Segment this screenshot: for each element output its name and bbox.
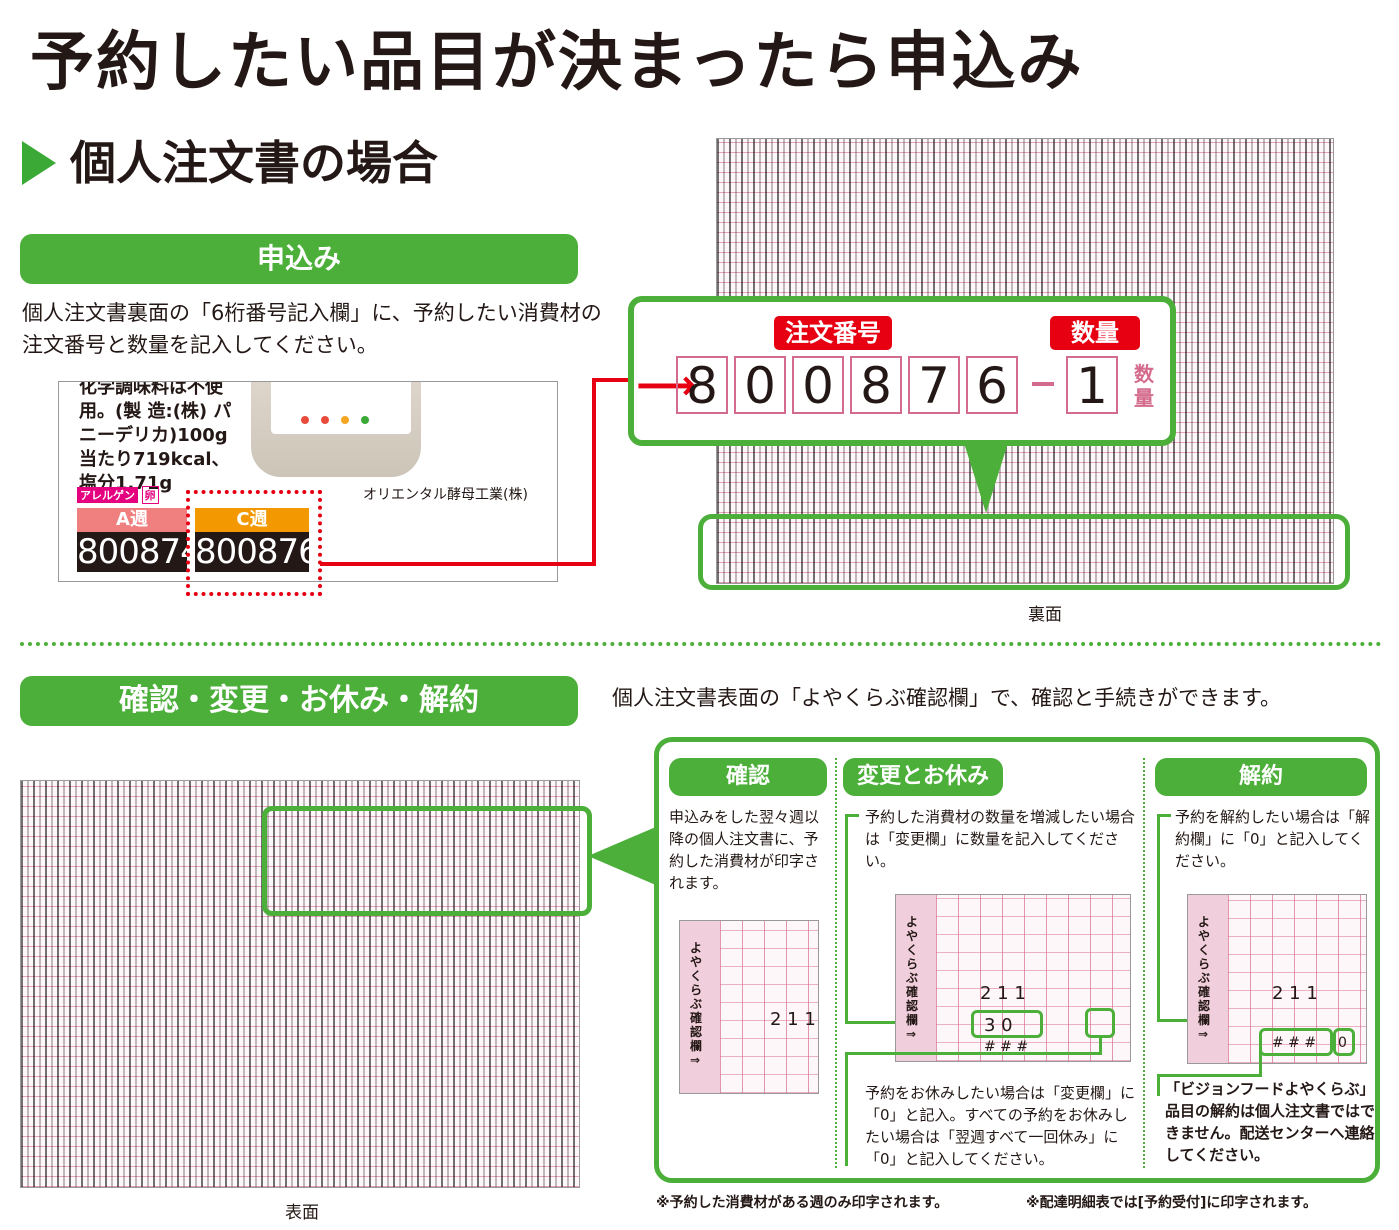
mini-vertical-label: よやくらぶ確認欄⇒ [1198, 915, 1211, 1041]
six-digit-area-highlight [698, 514, 1350, 590]
mini-change-values: 3 0 [984, 1015, 1013, 1036]
digit-box: 8 [850, 356, 902, 414]
red-connector-line [320, 562, 596, 566]
allergen-tag: アレルゲン [77, 487, 138, 503]
allergy-badges: アレルゲン 卵 [77, 486, 159, 504]
quantity-label: 数量 [1050, 316, 1140, 350]
confirm-tab: 確認 [669, 758, 827, 796]
leader-line [1099, 1036, 1102, 1054]
digit-box: 0 [792, 356, 844, 414]
digit-box: 6 [966, 356, 1018, 414]
section-divider [20, 642, 1382, 646]
dot-icon [321, 416, 329, 424]
subtitle-text: 個人注文書の場合 [70, 136, 438, 190]
maker-name: オリエンタル酵母工業(株) [363, 487, 528, 503]
leader-line [1157, 1074, 1160, 1096]
leader-line [1157, 814, 1160, 1022]
mini-form-change: よやくらぶ確認欄⇒ 2 1 1 3 0 # # # [895, 894, 1131, 1062]
product-description: 化学調味料は不使用。(製 造:(株) パニーデリカ)100g当たり719kcal… [79, 381, 232, 494]
cancel-mark-highlight [1259, 1028, 1333, 1056]
cancel-field-highlight [1333, 1028, 1355, 1056]
apply-bar: 申込み [20, 234, 578, 284]
confirm-description: 申込みをした翌々週以降の個人注文書に、予約した消費材が印字されます。 [669, 808, 820, 892]
column-divider [1143, 758, 1145, 1168]
leader-line [845, 814, 848, 1024]
digit-box: 7 [908, 356, 960, 414]
dot-icon [301, 416, 309, 424]
rest-description: 予約をお休みしたい場合は「変更欄」に「0」と記入。すべての予約をお休みしたい場合… [865, 1084, 1136, 1168]
confirm-area-highlight [262, 806, 592, 916]
mini-cancel-zero: 0 [1338, 1035, 1347, 1051]
leader-line [845, 1052, 1102, 1055]
footnote-1: ※予約した消費材がある週のみ印字されます。 [656, 1195, 949, 1211]
catalog-excerpt: 化学調味料は不使用。(製 造:(株) パニーデリカ)100g当たり719kcal… [58, 381, 558, 582]
mini-qty-values: 2 1 1 [980, 983, 1026, 1004]
mini-qty-values: 2 1 1 [770, 1009, 816, 1030]
arrow-right-icon: ⟶ [636, 360, 697, 409]
section-subtitle: 個人注文書の場合 [22, 128, 438, 198]
front-caption: 表面 [285, 1203, 319, 1223]
zoom-callout: ⟶ 注文番号 数量 8 0 0 8 7 6 1 数量 [628, 296, 1176, 446]
red-connector-line [592, 378, 632, 382]
digit-box: 8 [676, 356, 728, 414]
week-a-block: A週 800874 [77, 508, 202, 572]
digit-box: 0 [734, 356, 786, 414]
week-c-block: C週 800876 [195, 508, 320, 572]
mini-vertical-label: よやくらぶ確認欄⇒ [906, 915, 919, 1041]
mini-vertical-label: よやくらぶ確認欄⇒ [690, 941, 703, 1067]
allergen-item: 卵 [141, 486, 159, 504]
dot-icon [341, 416, 349, 424]
red-connector-line [592, 380, 596, 566]
mini-form-cancel: よやくらぶ確認欄⇒ 2 1 1 # # # 0 [1187, 894, 1367, 1064]
week-a-number: 800874 [77, 532, 202, 572]
change-description: 予約した消費材の数量を増減したい場合は「変更欄」に数量を記入してください。 [865, 808, 1136, 870]
callout-pointer [588, 826, 658, 886]
change-rest-tab: 変更とお休み [843, 758, 1003, 796]
product-jar-image [251, 382, 421, 477]
mini-form-confirm: よやくらぶ確認欄⇒ 2 1 1 [679, 920, 819, 1094]
triangle-bullet-icon [22, 140, 56, 185]
leader-line [845, 1052, 848, 1166]
procedure-panel: 確認 申込みをした翌々週以降の個人注文書に、予約した消費材が印字されます。 よや… [654, 737, 1380, 1183]
quantity-side-label: 数量 [1134, 362, 1154, 410]
leader-line [1259, 1042, 1262, 1076]
mini-cancel-marks: # # # [1272, 1035, 1317, 1051]
cancel-note: 「ビジョンフードよやくらぶ」品目の解約は個人注文書ではできません。配送センターへ… [1165, 1080, 1376, 1164]
page-title: 予約したい品目が決まったら申込み [30, 26, 1084, 100]
leader-line [1157, 1074, 1262, 1077]
leader-line [845, 814, 859, 817]
dot-icon [361, 416, 369, 424]
cancel-description: 予約を解約したい場合は「解約欄」に「0」と記入してください。 [1175, 808, 1371, 870]
callout-pointer [964, 443, 1008, 513]
change-field-highlight [971, 1010, 1043, 1038]
quantity-box: 1 [1066, 356, 1118, 414]
cancel-tab: 解約 [1155, 758, 1367, 796]
mini-qty-values: 2 1 1 [1272, 983, 1318, 1004]
mini-mark-values: # # # [984, 1039, 1029, 1055]
order-form-front-image [20, 780, 580, 1188]
jar-label [271, 382, 411, 434]
footnote-2: ※配達明細表では[予約受付]に印字されます。 [1026, 1195, 1318, 1211]
rest-field-highlight [1085, 1008, 1115, 1038]
column-divider [835, 758, 837, 1168]
dash-separator [1032, 382, 1054, 386]
week-c-number: 800876 [195, 532, 320, 572]
apply-text: 個人注文書裏面の「6桁番号記入欄」に、予約したい消費材の注文番号と数量を記入して… [22, 301, 602, 357]
leader-line [1157, 814, 1171, 817]
back-caption: 裏面 [1028, 605, 1062, 625]
week-c-label: C週 [195, 508, 309, 532]
highlight-dotted-box [186, 490, 322, 596]
confirm-bar: 確認・変更・お休み・解約 [20, 676, 578, 726]
order-number-label: 注文番号 [774, 316, 892, 350]
week-a-label: A週 [77, 508, 187, 532]
confirm-text: 個人注文書表面の「よやくらぶ確認欄」で、確認と手続きができます。 [612, 686, 1282, 710]
